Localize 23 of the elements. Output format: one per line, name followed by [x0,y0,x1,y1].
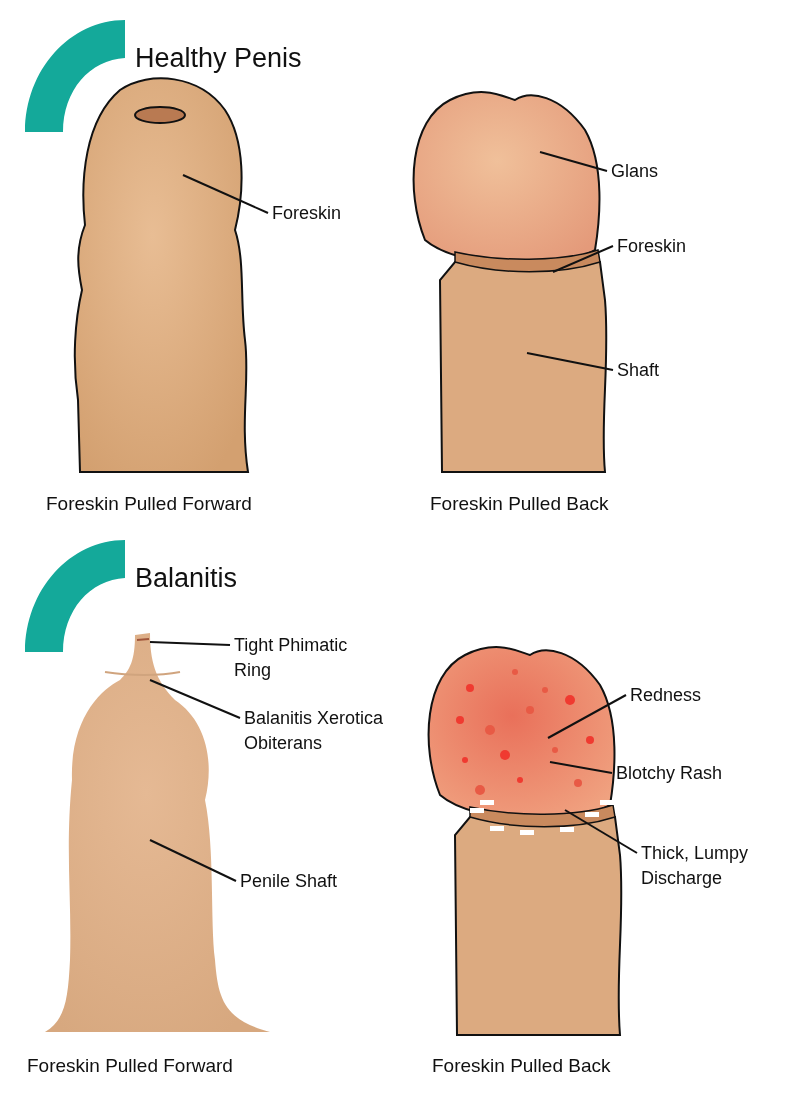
part-label: Shaft [617,358,660,383]
leader-line [149,679,241,719]
part-label: Balanitis Xerotica Obiterans [244,706,414,756]
part-label: Tight Phimatic Ring [234,633,364,683]
leader-line [182,174,269,214]
section-heading: Healthy Penis [135,43,302,74]
drawing-caption: Foreskin Pulled Back [430,493,609,515]
part-label: Redness [630,683,702,708]
part-label: Thick, Lumpy Discharge [641,841,791,891]
leader-line [564,809,638,854]
leader-line [149,641,231,646]
leader-line [547,694,627,739]
part-label: Glans [611,159,659,184]
leader-line [549,761,613,774]
drawing-caption: Foreskin Pulled Forward [27,1055,233,1077]
part-label: Foreskin [272,201,342,226]
section-heading: Balanitis [135,563,238,594]
leader-line [149,839,237,882]
part-label: Foreskin [617,234,687,259]
part-label: Blotchy Rash [616,761,723,786]
part-label: Penile Shaft [240,869,338,894]
drawing-caption: Foreskin Pulled Back [432,1055,611,1077]
drawing-caption: Foreskin Pulled Forward [46,493,252,515]
